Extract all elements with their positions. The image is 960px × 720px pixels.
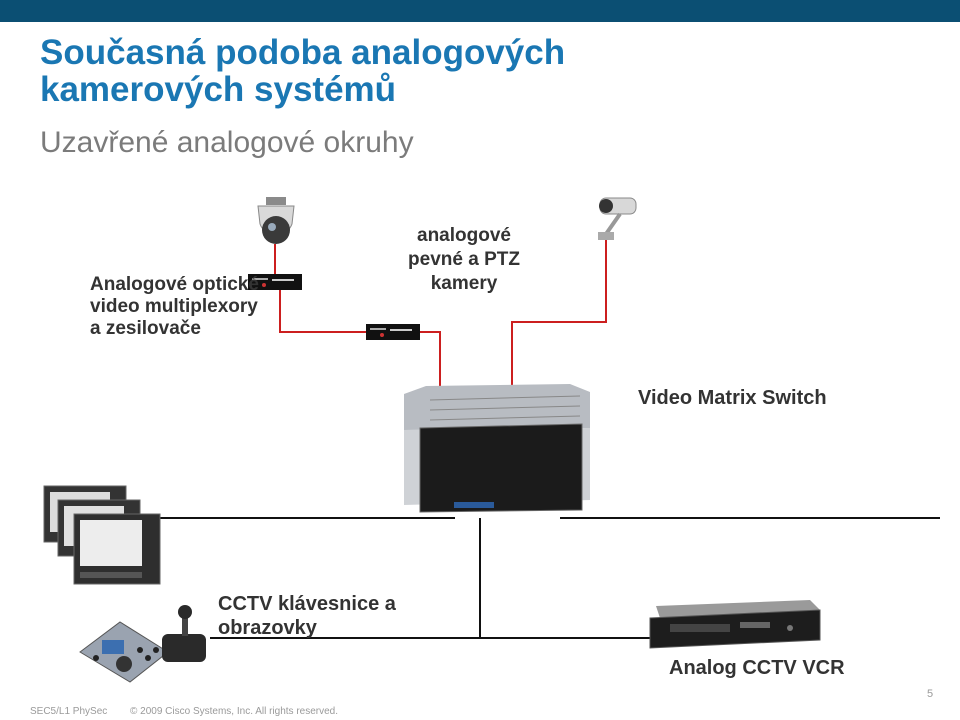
label-keyboards-monitors: CCTV klávesnice a obrazovky xyxy=(218,593,396,639)
cable-bullet-camera xyxy=(511,240,607,392)
cable-mux-to-mux xyxy=(279,290,368,333)
crt-monitor-icon xyxy=(73,513,161,585)
label-cameras: analogové pevné a PTZ kamery xyxy=(408,225,520,294)
top-bar xyxy=(0,0,960,22)
red-cables xyxy=(274,240,607,392)
title-line-2: kamerových systémů xyxy=(40,70,397,109)
multiplexer-icon xyxy=(248,274,302,290)
multiplexer-icon xyxy=(366,324,420,340)
footer-course: SEC5/L1 PhySec xyxy=(30,706,108,717)
label-multiplexers: Analogové optické video multiplexory a z… xyxy=(90,274,259,339)
cable-mux-to-switch xyxy=(418,331,441,390)
matrix-switch-icon xyxy=(404,384,590,513)
footer-copyright: © 2009 Cisco Systems, Inc. All rights re… xyxy=(130,706,339,717)
title-line-1: Současná podoba analogových xyxy=(40,33,566,72)
label-vcr: Analog CCTV VCR xyxy=(669,657,845,679)
vcr-icon xyxy=(649,600,821,649)
joystick-icon xyxy=(162,605,206,662)
slide-title: Současná podoba analogových kamerových s… xyxy=(40,34,565,108)
label-matrix-switch: Video Matrix Switch xyxy=(638,387,827,409)
page-number: 5 xyxy=(927,688,934,700)
black-cables xyxy=(110,517,940,639)
dome-camera-icon xyxy=(257,197,295,244)
bullet-camera-icon xyxy=(598,197,637,240)
cctv-keyboard-icon xyxy=(79,621,169,683)
slide-subtitle: Uzavřené analogové okruhy xyxy=(40,126,414,159)
